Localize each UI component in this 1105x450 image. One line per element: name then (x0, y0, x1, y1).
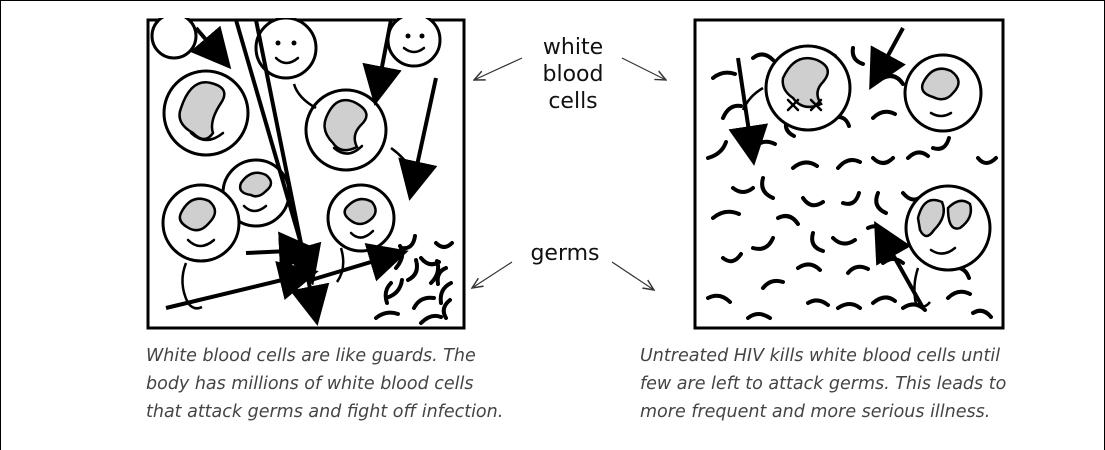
pointer-arrow-wbc-right (622, 58, 666, 80)
pointer-arrow-wbc-left (474, 58, 522, 80)
caption-line: White blood cells are like guards. The (146, 342, 506, 370)
caption-right: Untreated HIV kills white blood cells un… (640, 342, 1040, 426)
pointer-arrow-germs-right (612, 262, 654, 290)
pointer-arrow-germs-left (472, 262, 512, 288)
caption-left: White blood cells are like guards. The b… (146, 342, 506, 426)
caption-line: that attack germs and fight off infectio… (146, 398, 506, 426)
caption-line: body has millions of white blood cells (146, 370, 506, 398)
caption-line: few are left to attack germs. This leads… (640, 370, 1040, 398)
caption-line: Untreated HIV kills white blood cells un… (640, 342, 1040, 370)
caption-line: more frequent and more serious illness. (640, 398, 1040, 426)
